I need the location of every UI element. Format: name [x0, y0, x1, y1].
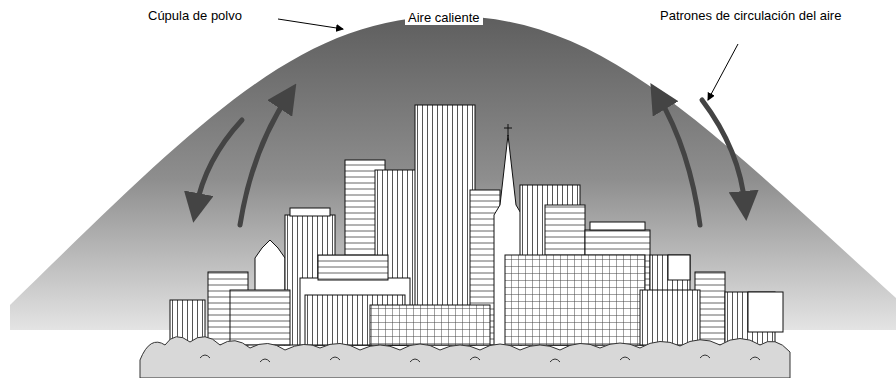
callout-label: Patrones de circulación del aire: [660, 8, 841, 23]
leader-lines: [278, 19, 343, 29]
buildings: [590, 222, 645, 230]
leader-lines: [708, 44, 738, 100]
leader-lines: [278, 19, 738, 100]
foliage: [140, 337, 790, 378]
buildings: [318, 255, 388, 280]
buildings: [668, 255, 690, 280]
buildings: [508, 124, 509, 136]
dome-label: Aire caliente: [405, 10, 483, 25]
buildings: [230, 290, 290, 345]
dome-fill: [10, 16, 896, 378]
buildings: [370, 305, 490, 345]
circulation-arrows: [196, 120, 242, 208]
foliage: [200, 355, 760, 362]
buildings: [504, 128, 512, 129]
foliage: [140, 337, 790, 378]
circulation-arrows: [702, 100, 745, 206]
circulation-arrows: [240, 96, 288, 225]
circulation-arrows: [658, 96, 700, 225]
callout-label: Cúpula de polvo: [148, 8, 242, 23]
buildings: [748, 292, 783, 332]
buildings: [170, 105, 783, 345]
buildings: [640, 290, 700, 345]
buildings: [505, 255, 645, 345]
buildings: [290, 208, 330, 216]
